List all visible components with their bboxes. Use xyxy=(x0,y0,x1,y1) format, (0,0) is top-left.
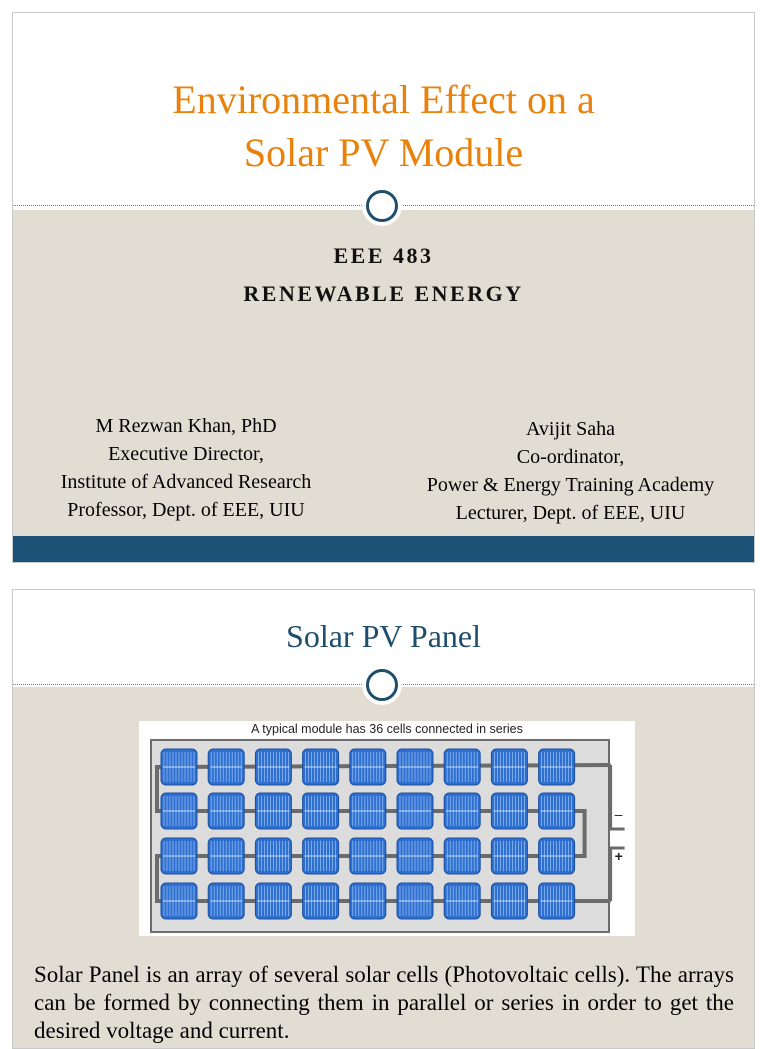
slide-title: Environmental Effect on a Solar PV Modul… xyxy=(13,73,754,179)
negative-terminal-label: – xyxy=(615,806,623,822)
author-left-institute: Institute of Advanced Research xyxy=(60,471,312,493)
author-left-name: M Rezwan Khan, PhD xyxy=(95,415,277,437)
author-right-name: Avijit Saha xyxy=(525,418,616,440)
footer-bar xyxy=(13,536,754,562)
title-line-1: Environmental Effect on a xyxy=(172,77,595,122)
course-code: EEE 483 xyxy=(333,243,434,268)
author-left: M Rezwan Khan, PhD Executive Director, I… xyxy=(21,412,351,524)
author-right-institute: Power & Energy Training Academy xyxy=(426,474,715,496)
author-right-role: Co-ordinator, xyxy=(516,446,625,468)
solar-panel-slide: Solar PV Panel A typical module has 36 c… xyxy=(12,589,755,1049)
positive-terminal-label: + xyxy=(615,848,623,864)
author-left-position: Professor, Dept. of EEE, UIU xyxy=(67,499,305,521)
module-drawing: –+ xyxy=(150,739,625,933)
diagram-caption: A typical module has 36 cells connected … xyxy=(251,722,523,736)
ring-icon xyxy=(362,186,402,226)
course-name: RENEWABLE ENERGY xyxy=(243,281,524,306)
positive-lead xyxy=(609,846,625,901)
content-band xyxy=(13,210,754,536)
slide-title: Solar PV Panel xyxy=(286,618,481,654)
solar-module-diagram: A typical module has 36 cells connected … xyxy=(139,721,635,936)
author-right: Avijit Saha Co-ordinator, Power & Energy… xyxy=(385,415,754,527)
ring-icon xyxy=(362,665,402,705)
negative-lead xyxy=(609,765,625,831)
series-wiring xyxy=(155,763,611,903)
title-slide: Environmental Effect on a Solar PV Modul… xyxy=(12,12,755,563)
title-line-2: Solar PV Module xyxy=(243,130,524,175)
author-right-position: Lecturer, Dept. of EEE, UIU xyxy=(455,502,686,524)
author-left-role: Executive Director, xyxy=(108,443,264,465)
body-paragraph: Solar Panel is an array of several solar… xyxy=(34,962,734,1043)
